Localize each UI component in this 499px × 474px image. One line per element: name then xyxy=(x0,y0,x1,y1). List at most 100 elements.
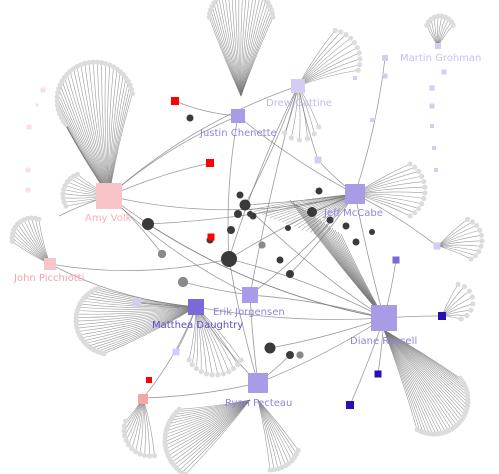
edge-88 xyxy=(85,306,197,344)
label-jeff-mccabe: Jeff McCabe xyxy=(323,208,383,219)
edge-267 xyxy=(228,258,385,319)
node-279 xyxy=(171,97,179,105)
node-292 xyxy=(382,55,388,61)
edge-101 xyxy=(81,300,197,308)
node-272 xyxy=(247,211,253,217)
node-212 xyxy=(332,27,338,34)
node-238 xyxy=(238,357,244,363)
edge-268 xyxy=(227,115,239,260)
node-293 xyxy=(382,73,388,79)
node-291 xyxy=(314,156,322,164)
node-188 xyxy=(478,243,484,249)
node-78 xyxy=(24,215,31,222)
node-185 xyxy=(477,227,483,233)
node-119 xyxy=(162,439,168,445)
node-205 xyxy=(422,184,428,190)
edge-130 xyxy=(257,399,299,451)
node-62 xyxy=(60,195,66,201)
node-220 xyxy=(357,62,363,68)
node-146 xyxy=(125,442,132,448)
node-138 xyxy=(271,467,277,473)
node-306 xyxy=(35,103,39,107)
node-107 xyxy=(95,285,101,291)
edge-266 xyxy=(249,294,385,319)
node-197 xyxy=(468,307,474,313)
node-259 xyxy=(286,351,294,359)
node-150 xyxy=(121,423,127,429)
node-302 xyxy=(40,87,46,93)
node-245 xyxy=(203,371,210,377)
node-271 xyxy=(186,114,194,122)
node-31 xyxy=(54,102,60,109)
edge-162 xyxy=(383,329,468,410)
node-276 xyxy=(158,250,166,258)
node-239 xyxy=(235,362,241,368)
node-justin-chenette xyxy=(231,109,245,123)
node-144 xyxy=(132,449,139,455)
node-285 xyxy=(346,401,354,409)
node-29 xyxy=(56,110,63,117)
edge-132 xyxy=(257,399,295,458)
edge-50 xyxy=(107,64,110,197)
node-304 xyxy=(25,167,31,173)
edge-86 xyxy=(90,306,197,349)
node-142 xyxy=(142,452,148,459)
node-30 xyxy=(55,106,61,113)
node-299 xyxy=(434,168,438,172)
node-267 xyxy=(352,238,360,246)
edge-184 xyxy=(437,225,477,247)
edge-96 xyxy=(76,306,197,318)
edge-164 xyxy=(383,329,465,416)
node-44 xyxy=(82,60,88,66)
node-48 xyxy=(98,59,105,66)
edge-255 xyxy=(49,263,197,308)
node-282 xyxy=(146,377,152,383)
node-296 xyxy=(429,103,435,109)
edge-119 xyxy=(164,399,251,442)
node-244 xyxy=(209,372,215,378)
edge-120 xyxy=(164,399,251,439)
edge-47 xyxy=(97,62,110,197)
edge-99 xyxy=(78,306,197,310)
node-232 xyxy=(316,124,322,130)
edge-112 xyxy=(173,399,251,466)
edge-19 xyxy=(240,0,263,97)
edge-25 xyxy=(240,17,274,97)
node-193 xyxy=(461,284,467,290)
node-250 xyxy=(142,218,154,230)
node-265 xyxy=(326,216,334,224)
edge-49 xyxy=(104,63,110,197)
node-59 xyxy=(129,90,136,97)
node-202 xyxy=(415,168,422,175)
node-amy-volk xyxy=(96,183,122,209)
edge-171 xyxy=(383,329,449,431)
edge-113 xyxy=(171,399,251,463)
node-287 xyxy=(392,256,400,264)
edge-6 xyxy=(218,0,242,97)
label-matthea-daughtry: Matthea Daughtry xyxy=(152,320,243,331)
node-148 xyxy=(122,433,128,439)
edge-274 xyxy=(257,317,385,384)
node-64 xyxy=(61,186,67,193)
node-218 xyxy=(356,50,362,56)
node-252 xyxy=(239,199,251,211)
edge-44 xyxy=(84,63,110,197)
node-209 xyxy=(415,205,422,212)
edge-93 xyxy=(76,306,197,329)
edge-92 xyxy=(78,306,197,332)
node-211 xyxy=(407,213,413,219)
node-196 xyxy=(470,301,476,307)
node-268 xyxy=(315,187,323,195)
edge-116 xyxy=(166,399,251,453)
edge-275 xyxy=(142,382,259,399)
label-ryan-fecteau: Ryan Fecteau xyxy=(225,398,292,409)
edge-122 xyxy=(165,399,251,432)
node-251 xyxy=(221,251,237,267)
edge-129 xyxy=(179,399,251,410)
node-5 xyxy=(213,0,219,3)
label-diane-russell: Diane Russell xyxy=(350,336,417,347)
edge-89 xyxy=(83,306,197,342)
node-129 xyxy=(176,406,182,412)
node-233 xyxy=(311,131,317,137)
